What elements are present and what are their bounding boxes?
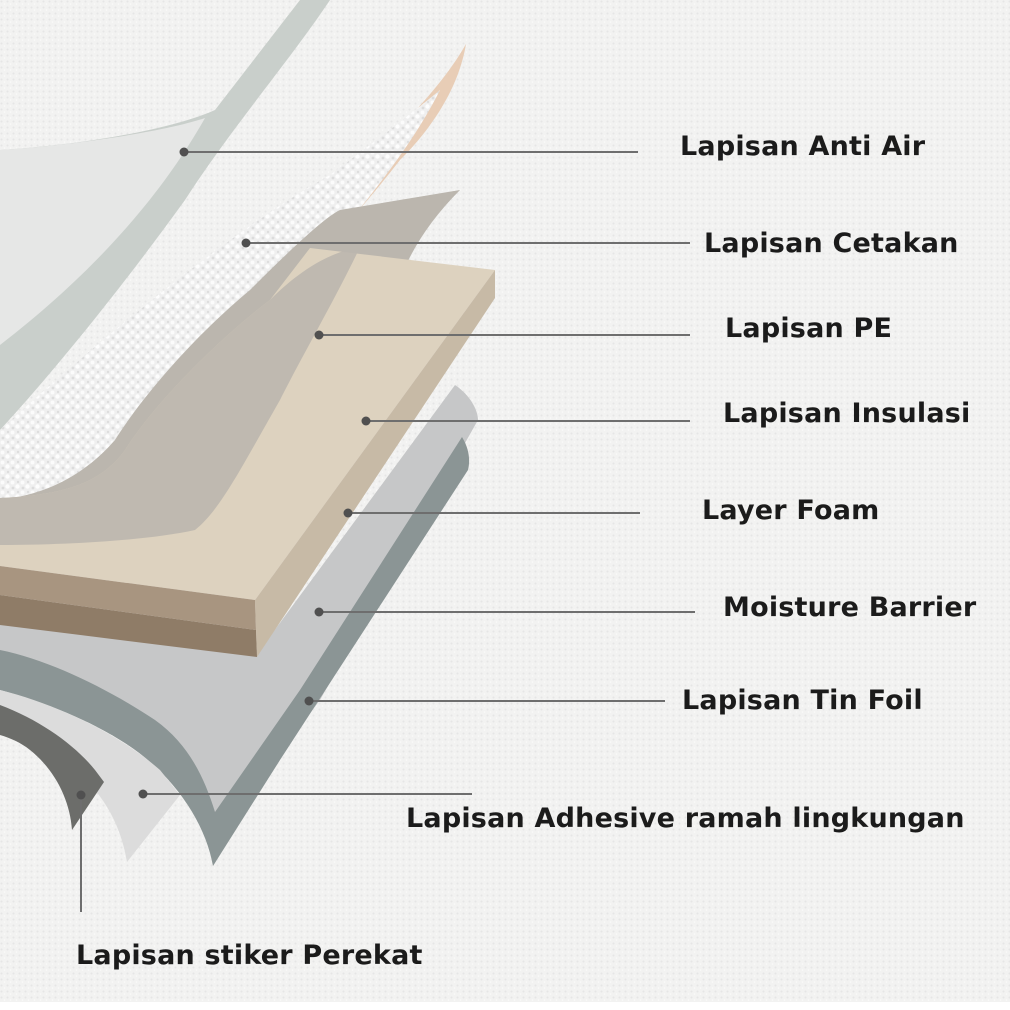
label-lapisan-anti-air: Lapisan Anti Air xyxy=(680,131,926,162)
leader-dot-anti-air xyxy=(179,147,189,157)
layer-pe-overlap xyxy=(0,247,360,545)
layer-stiker-perekat-shape xyxy=(0,705,104,830)
leader-dot-stiker-perekat xyxy=(76,790,86,800)
layer-foam-front-bottom xyxy=(0,595,257,657)
label-lapisan-adhesive: Lapisan Adhesive ramah lingkungan xyxy=(406,803,965,834)
label-lapisan-tin-foil: Lapisan Tin Foil xyxy=(682,685,923,716)
leader-dot-tin-foil xyxy=(304,696,314,706)
label-layer-foam: Layer Foam xyxy=(702,495,880,526)
layer-insulasi-side xyxy=(255,270,495,657)
label-lapisan-cetakan: Lapisan Cetakan xyxy=(704,228,959,259)
leader-dot-insulasi xyxy=(361,416,371,426)
layer-foam-front-top xyxy=(0,566,256,630)
layer-anti-air-face xyxy=(0,118,205,345)
leader-lines xyxy=(76,147,695,912)
label-lapisan-pe: Lapisan PE xyxy=(725,313,893,344)
label-lapisan-stiker-perekat: Lapisan stiker Perekat xyxy=(76,940,423,971)
leader-dot-pe xyxy=(314,330,324,340)
leader-dot-moisture-barrier xyxy=(314,607,324,617)
label-lapisan-insulasi: Lapisan Insulasi xyxy=(723,398,971,429)
layer-anti-air-shape xyxy=(0,0,330,430)
label-moisture-barrier: Moisture Barrier xyxy=(723,592,977,623)
layer-cetakan-texture xyxy=(0,90,440,530)
leader-dot-foam xyxy=(343,508,353,518)
leader-dot-adhesive xyxy=(138,789,148,799)
bottom-border xyxy=(0,1002,1010,1010)
leader-dot-cetakan xyxy=(241,238,251,248)
